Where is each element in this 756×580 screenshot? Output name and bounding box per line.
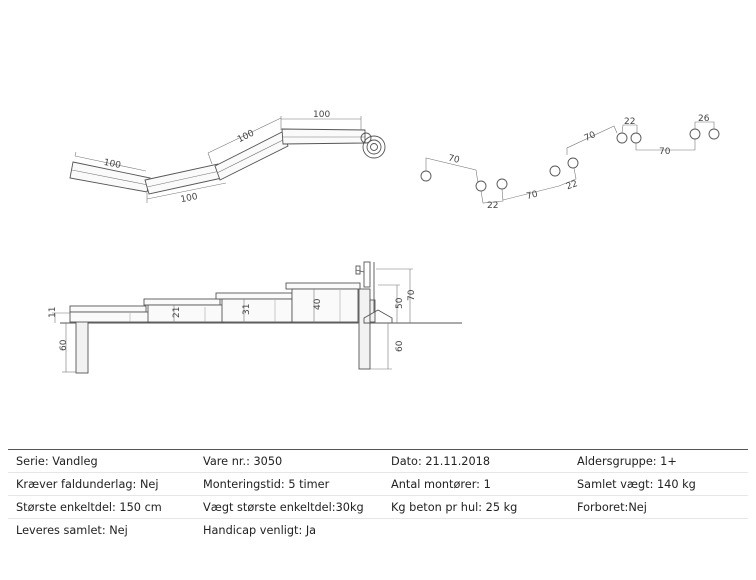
deck-section-2-body — [147, 304, 225, 323]
spec-kg-beton: Kg beton pr hul: 25 kg — [391, 500, 518, 514]
deck-section-3 — [215, 292, 293, 300]
plan-dim-3: 100 — [236, 128, 256, 145]
post-hole — [708, 128, 720, 140]
spec-faldunderlag: Kræver faldunderlag: Nej — [16, 477, 159, 491]
post-hole — [567, 157, 579, 169]
spec-monteringstid: Monteringstid: 5 timer — [203, 477, 330, 491]
elev-dim-11: 11 — [48, 307, 58, 318]
elevation-view: 11 60 21 31 40 50 70 60 — [48, 261, 462, 374]
elev-dim-70: 70 — [407, 289, 417, 301]
post-dim-4: 22 — [565, 179, 579, 192]
water-wheel-icon — [360, 132, 386, 159]
deck-section-4-body — [291, 288, 359, 323]
plan-board-1 — [69, 161, 151, 193]
plan-dim-2: 100 — [180, 192, 199, 205]
wheel-mechanism-icon — [355, 261, 393, 324]
plan-view: 100 100 100 100 — [69, 110, 386, 205]
post-dim-2: 22 — [487, 201, 498, 211]
post-hole — [616, 132, 628, 144]
spec-forboret: Forboret:Nej — [577, 500, 647, 514]
ground-post — [369, 299, 376, 323]
plan-board-4 — [281, 128, 366, 145]
post-layout: 70 22 70 22 70 22 70 26 — [420, 114, 720, 211]
spec-row: Største enkeltdel: 150 cm Vægt største e… — [8, 495, 748, 518]
spec-aldersgruppe: Aldersgruppe: 1+ — [577, 454, 677, 468]
spec-table: Serie: Vandleg Vare nr.: 3050 Dato: 21.1… — [8, 449, 748, 541]
post-hole — [475, 180, 487, 192]
deck-section-2 — [143, 298, 221, 306]
post-dim-3: 70 — [525, 189, 539, 202]
deck-section-4 — [285, 282, 361, 290]
post-hole — [420, 170, 432, 182]
plan-dim-4: 100 — [313, 110, 330, 120]
spec-serie: Serie: Vandleg — [16, 454, 98, 468]
post-hole — [630, 132, 642, 144]
technical-drawing: 100 100 100 100 70 22 70 22 70 — [48, 110, 720, 374]
elev-dim-60-right: 60 — [395, 340, 405, 352]
post-hole — [689, 128, 701, 140]
deck-section-3-body — [221, 298, 293, 323]
spec-dato: Dato: 21.11.2018 — [391, 454, 491, 468]
post-dim-8: 26 — [698, 114, 710, 124]
spec-handicap-venligt: Handicap venligt: Ja — [203, 523, 317, 537]
spec-leveres-samlet: Leveres samlet: Nej — [16, 523, 128, 537]
spec-row: Kræver faldunderlag: Nej Monteringstid: … — [8, 472, 748, 495]
post-hole — [496, 178, 508, 190]
post-dim-7: 70 — [659, 147, 671, 157]
elev-dim-40: 40 — [313, 298, 323, 310]
elev-dim-50: 50 — [395, 297, 405, 309]
spec-samlet-vaegt: Samlet vægt: 140 kg — [577, 477, 696, 491]
spec-vaegt-storste-enkeltdel: Vægt største enkeltdel:30kg — [203, 500, 364, 514]
plan-dim-1: 100 — [103, 158, 122, 171]
deck-section-1-body — [69, 311, 151, 323]
post-hole — [549, 165, 561, 177]
elev-dim-60-left: 60 — [59, 339, 69, 351]
ground-post — [358, 288, 371, 370]
spec-antal-montorer: Antal montører: 1 — [391, 477, 491, 491]
spec-row: Serie: Vandleg Vare nr.: 3050 Dato: 21.1… — [8, 450, 748, 472]
deck-section-1 — [69, 305, 147, 313]
spec-row: Leveres samlet: Nej Handicap venligt: Ja — [8, 518, 748, 541]
post-dim-1: 70 — [447, 154, 461, 166]
post-dim-5: 70 — [583, 130, 598, 144]
spec-vare-nr: Vare nr.: 3050 — [203, 454, 283, 468]
post-dim-6: 22 — [624, 117, 635, 127]
elev-dim-31: 31 — [242, 304, 252, 315]
elev-dim-21: 21 — [172, 307, 182, 318]
spec-storste-enkeltdel: Største enkeltdel: 150 cm — [16, 500, 162, 514]
